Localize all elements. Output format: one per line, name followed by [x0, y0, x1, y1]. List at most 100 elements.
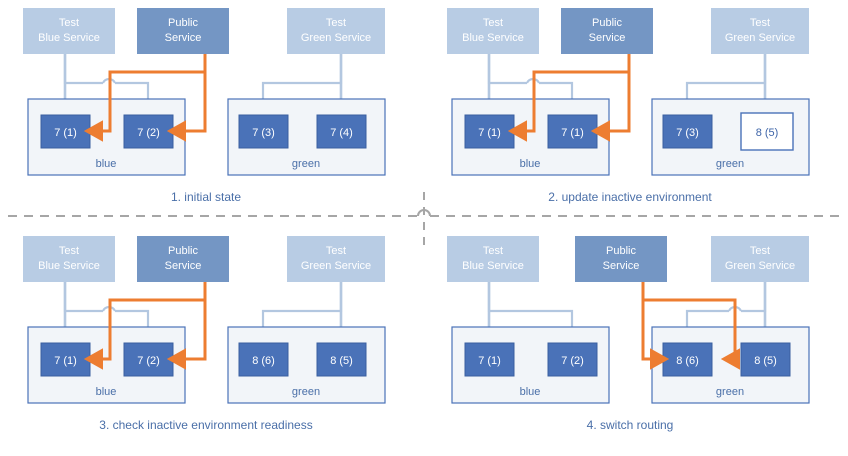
instance-label: 7 (1)	[561, 127, 584, 139]
panel-2-env-blue[interactable]: 7 (1) 7 (1) blue	[451, 98, 610, 176]
service-label-line1: Public	[168, 17, 198, 29]
instance-label: 7 (1)	[54, 355, 77, 367]
panel-1-services: Test Blue Service Public Service Test Gr…	[23, 8, 385, 54]
service-box-test-blue[interactable]	[447, 8, 539, 54]
instance-box[interactable]	[740, 342, 791, 377]
service-box-test-green[interactable]	[287, 236, 385, 282]
service-label-line2: Green Service	[725, 260, 795, 272]
instance-box[interactable]	[123, 114, 174, 149]
service-label-line2: Service	[603, 260, 640, 272]
service-label-line1: Public	[606, 245, 636, 257]
instance-box[interactable]	[547, 114, 598, 149]
service-label-line1: Test	[59, 17, 79, 29]
instance-box[interactable]	[464, 342, 515, 377]
panel-caption: 2. update inactive environment	[548, 190, 712, 204]
panel-4-public-flow	[641, 282, 740, 370]
service-box-test-green[interactable]	[711, 236, 809, 282]
service-label-line2: Service	[165, 32, 202, 44]
panel-4-services: Test Blue Service Public Service Test Gr…	[447, 236, 809, 282]
env-name-label: blue	[520, 386, 541, 398]
panel-caption: 4. switch routing	[587, 418, 674, 432]
flow-public-to-instance-2	[590, 54, 631, 142]
panel-4-env-green[interactable]: 8 (6) 8 (5) green	[651, 326, 810, 404]
service-label-line1: Public	[592, 17, 622, 29]
service-label-line1: Test	[326, 245, 346, 257]
panel-2-env-green[interactable]: 7 (3) 8 (5) green	[651, 98, 810, 176]
instance-label: 7 (1)	[478, 127, 501, 139]
panel-1-public-flow	[83, 54, 207, 142]
instance-box[interactable]	[662, 342, 713, 377]
service-box-public[interactable]	[137, 8, 229, 54]
instance-label: 8 (5)	[330, 355, 353, 367]
service-label-line1: Public	[168, 245, 198, 257]
service-label-line2: Service	[589, 32, 626, 44]
panel-4: 7 (1) 7 (2) blue 8 (6) 8 (5) green Test …	[447, 236, 810, 432]
instance-label: 7 (2)	[561, 355, 584, 367]
panel-3-env-blue[interactable]: 7 (1) 7 (2) blue	[27, 326, 186, 404]
flow-test-green-to-instance-6	[741, 282, 767, 313]
instance-box[interactable]	[238, 342, 289, 377]
instance-box-pending[interactable]	[740, 112, 794, 151]
flow-test-green-to-instance-3	[678, 54, 767, 121]
env-name-label: green	[292, 386, 320, 398]
env-name-label: green	[716, 158, 744, 170]
flow-test-blue-to-instance-2	[63, 54, 103, 85]
service-box-public[interactable]	[575, 236, 667, 282]
instance-box[interactable]	[662, 114, 713, 149]
instance-label: 7 (3)	[252, 127, 275, 139]
env-name-label: blue	[96, 386, 117, 398]
instance-label: 7 (3)	[676, 127, 699, 139]
service-box-test-green[interactable]	[711, 8, 809, 54]
panel-2-services: Test Blue Service Public Service Test Gr…	[447, 8, 809, 54]
instance-label: 8 (6)	[676, 355, 699, 367]
service-label-line2: Service	[165, 260, 202, 272]
instance-box[interactable]	[316, 114, 367, 149]
flow-test-blue-to-instance-2	[487, 282, 581, 349]
service-box-test-blue[interactable]	[23, 236, 115, 282]
panel-3-services: Test Blue Service Public Service Test Gr…	[23, 236, 385, 282]
service-label-line1: Test	[750, 17, 770, 29]
service-label-line2: Blue Service	[38, 32, 100, 44]
env-name-label: blue	[520, 158, 541, 170]
instance-label: 7 (2)	[137, 127, 160, 139]
instance-label: 8 (5)	[754, 355, 777, 367]
panel-2-public-flow	[507, 54, 631, 142]
panel-1-env-blue[interactable]: 7 (1) 7 (2) blue	[27, 98, 186, 176]
service-label-line2: Blue Service	[462, 260, 524, 272]
instance-box[interactable]	[316, 342, 367, 377]
service-label-line1: Test	[483, 17, 503, 29]
flow-test-green-to-instance-3	[254, 282, 343, 349]
service-label-line1: Test	[483, 245, 503, 257]
instance-label: 8 (6)	[252, 355, 275, 367]
service-box-test-blue[interactable]	[23, 8, 115, 54]
instance-box[interactable]	[40, 342, 91, 377]
instance-box[interactable]	[547, 342, 598, 377]
flow-public-to-instance-2	[166, 54, 207, 142]
panel-3-env-green[interactable]: 8 (6) 8 (5) green	[227, 326, 386, 404]
flow-test-green-to-instance-3	[254, 54, 343, 121]
panel-2: 7 (1) 7 (1) blue 7 (3) 8 (5) green Test …	[447, 8, 810, 204]
panel-1-env-green[interactable]: 7 (3) 7 (4) green	[227, 98, 386, 176]
service-label-line1: Test	[59, 245, 79, 257]
service-box-public[interactable]	[137, 236, 229, 282]
flow-test-blue-to-instance-2	[487, 54, 527, 85]
service-label-line2: Green Service	[301, 260, 371, 272]
service-box-test-blue[interactable]	[447, 236, 539, 282]
flow-test-blue-to-instance-2	[63, 282, 103, 313]
service-box-public[interactable]	[561, 8, 653, 54]
panel-caption: 3. check inactive environment readiness	[99, 418, 312, 432]
panel-3-public-flow	[83, 282, 207, 370]
flow-public-to-instance-2	[166, 282, 207, 370]
panel-4-env-blue[interactable]: 7 (1) 7 (2) blue	[451, 326, 610, 404]
panel-3: 7 (1) 7 (2) blue 8 (6) 8 (5) green Test …	[23, 236, 386, 432]
instance-box[interactable]	[238, 114, 289, 149]
service-box-test-green[interactable]	[287, 8, 385, 54]
instance-label: 7 (2)	[137, 355, 160, 367]
service-label-line1: Test	[326, 17, 346, 29]
service-label-line2: Blue Service	[38, 260, 100, 272]
env-name-label: green	[292, 158, 320, 170]
service-label-line2: Green Service	[301, 32, 371, 44]
instance-label: 8 (5)	[756, 127, 779, 139]
